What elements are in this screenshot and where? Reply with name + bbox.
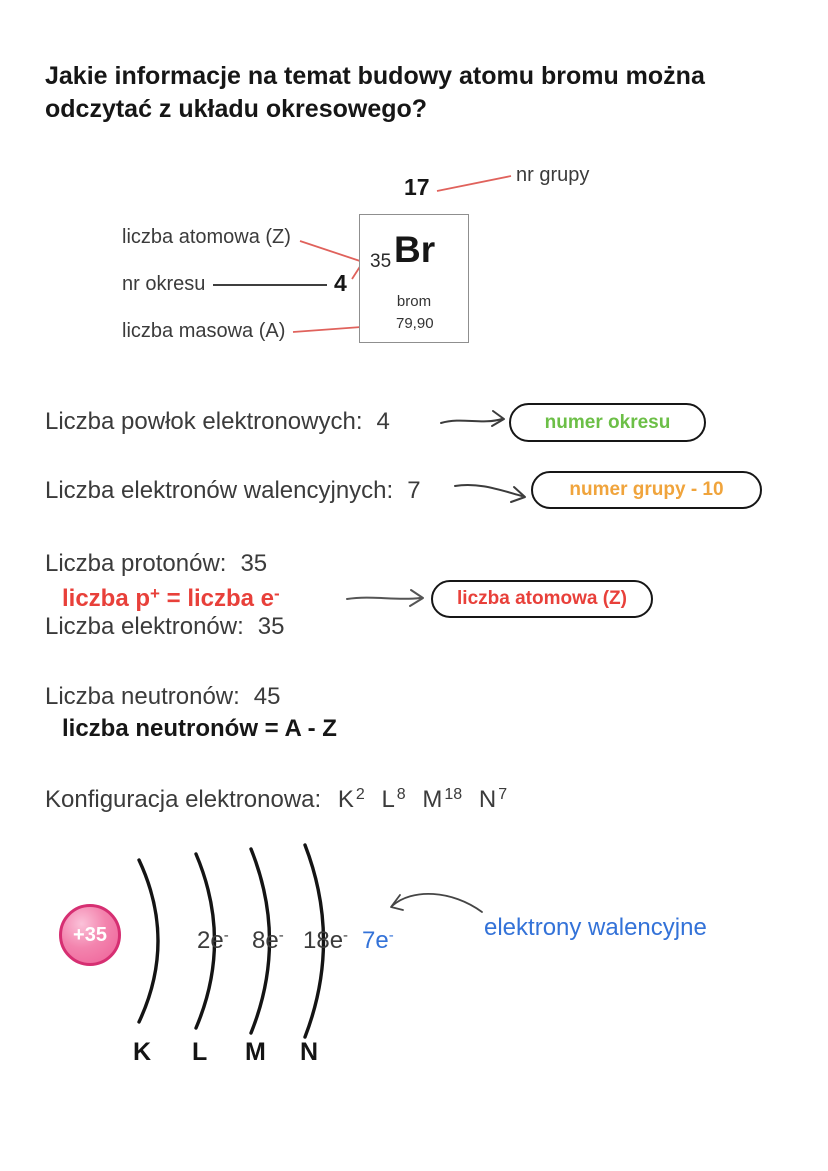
shell-electron-count-L: 8e- <box>252 927 284 954</box>
group-number: 17 <box>404 174 430 200</box>
shell-letter-K: K <box>133 1038 152 1066</box>
rule-base2: = liczba e <box>159 585 275 612</box>
electrons-line: Liczba elektronów: 35 <box>45 613 284 641</box>
group-connector-line <box>436 175 512 192</box>
element-atomic-number: 35 <box>370 251 392 272</box>
configuration-label: Konfiguracja elektronowa: <box>45 786 322 813</box>
shell-arc-M <box>249 847 272 1035</box>
atomic-number-connector-line <box>299 240 364 263</box>
proton-electron-rule: liczba p+ = liczba e- <box>62 582 280 613</box>
valence-line: Liczba elektronów walencyjnych: 7 <box>45 477 421 505</box>
element-name: brom <box>396 293 432 310</box>
nucleus: +35 <box>59 904 121 966</box>
neutrons-label: Liczba neutronów: <box>45 683 240 710</box>
electrons-label: Liczba elektronów: <box>45 613 244 640</box>
shell-electron-count-K: 2e- <box>197 927 229 954</box>
group-minus-ten-badge: numer grupy - 10 <box>531 471 762 509</box>
shell-letter-N: N <box>300 1038 319 1066</box>
shells-value: 4 <box>376 408 390 435</box>
shell-electron-count-N: 7e- <box>362 927 394 954</box>
atomic-number-label: liczba atomowa (Z) <box>122 226 291 248</box>
shells-label: Liczba powłok elektronowych: <box>45 408 363 435</box>
neutrons-rule: liczba neutronów = A - Z <box>62 715 337 742</box>
period-number: 4 <box>334 270 347 296</box>
page-title: Jakie informacje na temat budowy atomu b… <box>45 62 705 123</box>
shell-arc-L <box>194 852 217 1030</box>
shell-letter-L: L <box>192 1038 208 1066</box>
shell-letter-M: M <box>245 1038 266 1066</box>
element-symbol: Br <box>394 229 436 270</box>
valence-arrow <box>454 483 526 503</box>
valence-value: 7 <box>407 477 421 504</box>
neutrons-line: Liczba neutronów: 45 <box>45 683 281 711</box>
mass-number-label: liczba masowa (A) <box>122 320 286 342</box>
electrons-value: 35 <box>257 613 285 640</box>
shell-arc-K <box>137 858 160 1024</box>
neutrons-value: 45 <box>253 683 281 710</box>
shell-electron-count-M: 18e- <box>303 927 349 954</box>
protons-value: 35 <box>240 550 268 577</box>
atomic-number-badge: liczba atomowa (Z) <box>431 580 653 618</box>
protons-label: Liczba protonów: <box>45 550 227 577</box>
shell-arcs <box>137 843 326 1039</box>
protons-line: Liczba protonów: 35 <box>45 550 267 578</box>
atomic-number-arrow <box>346 589 424 607</box>
shells-line: Liczba powłok elektronowych: 4 <box>45 408 390 436</box>
valence-pointer-arrow <box>390 892 483 913</box>
shells-arrow <box>440 410 505 427</box>
valence-electrons-label: elektrony walencyjne <box>484 914 707 941</box>
element-mass: 79,90 <box>396 315 434 332</box>
element-tile: 35 Br brom 79,90 <box>359 214 469 343</box>
group-label: nr grupy <box>516 164 590 186</box>
rule-base1: liczba p <box>62 585 151 612</box>
rule-sup2: - <box>274 584 280 603</box>
valence-label: Liczba elektronów walencyjnych: <box>45 477 394 504</box>
period-label: nr okresu <box>122 273 206 295</box>
shell-arc-N <box>303 843 326 1039</box>
rule-sup1: + <box>150 584 160 603</box>
period-number-badge: numer okresu <box>509 403 706 442</box>
